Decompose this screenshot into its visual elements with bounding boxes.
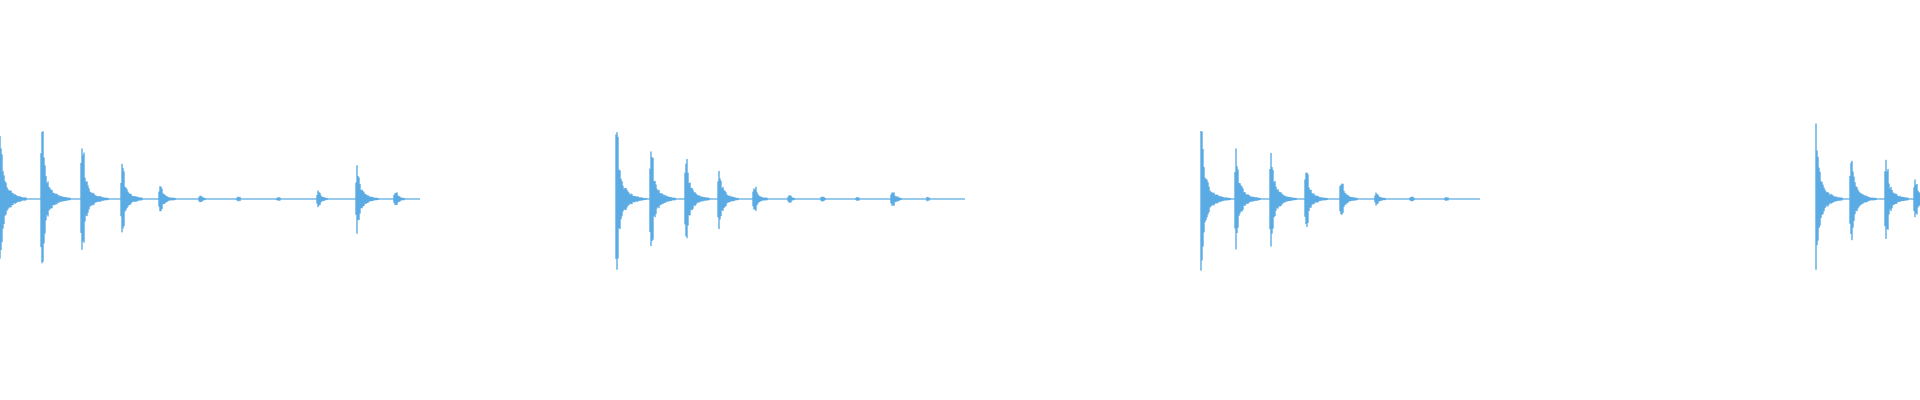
waveform-segment: [1815, 123, 1920, 270]
waveform-segment: [1200, 131, 1480, 271]
waveform-segment: [0, 131, 420, 264]
waveform-segment: [615, 132, 965, 270]
